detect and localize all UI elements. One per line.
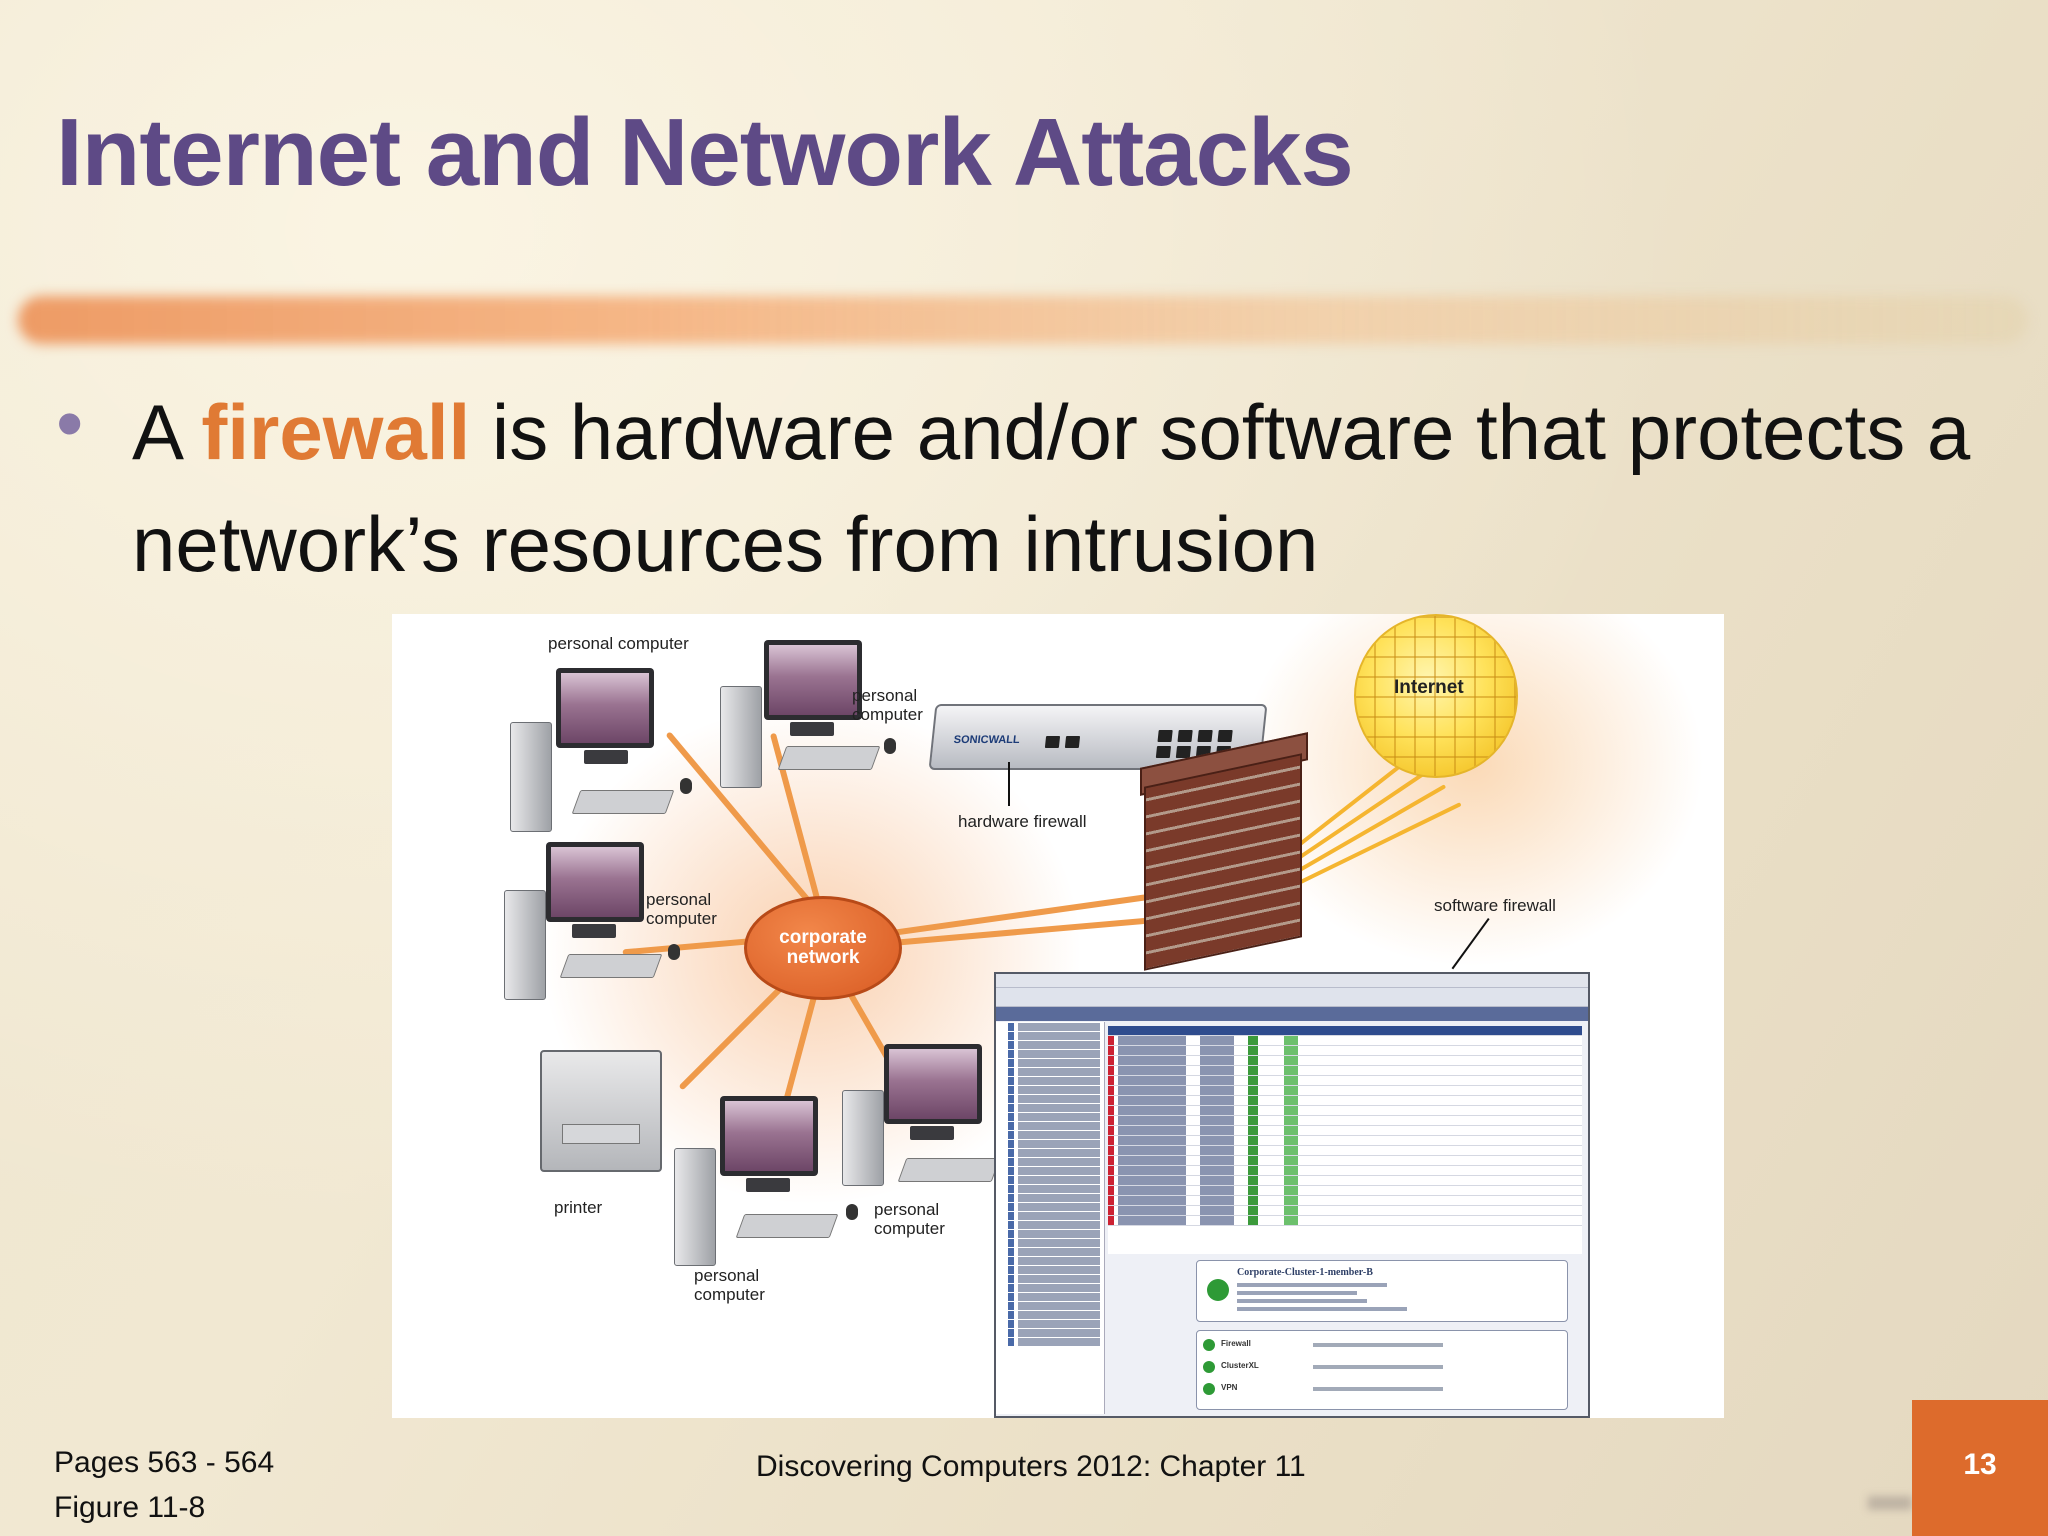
- pc-tower-icon: [504, 890, 546, 1000]
- footer-reference: Pages 563 - 564 Figure 11-8: [54, 1440, 274, 1530]
- pc-monitor-icon: [884, 1044, 982, 1124]
- device-port: [1217, 730, 1233, 742]
- pc-monitor-icon: [764, 640, 862, 720]
- monitor-stand: [910, 1126, 954, 1140]
- label-pc-bottom-center: personal computer: [694, 1266, 765, 1304]
- member-detail-heading: Corporate-Cluster-1-member-B: [1237, 1267, 1373, 1278]
- label-pc-top-right: personal computer: [852, 686, 923, 724]
- device-port: [1177, 730, 1193, 742]
- status-row: ClusterXL: [1203, 1359, 1559, 1375]
- gateway-table: [1108, 1026, 1582, 1254]
- footer-figure: Figure 11-8: [54, 1491, 206, 1524]
- keyboard-icon: [735, 1214, 839, 1238]
- detail-line: [1237, 1291, 1357, 1295]
- keyboard-icon: [559, 954, 663, 978]
- navigation-tree: [996, 1022, 1105, 1414]
- label-printer: printer: [554, 1198, 603, 1217]
- monitor-stand: [746, 1178, 790, 1192]
- detail-line: [1237, 1283, 1387, 1287]
- hardware-firewall-label: hardware firewall: [958, 812, 1087, 831]
- window-menubar: [996, 974, 1588, 988]
- device-port: [1044, 736, 1061, 748]
- mouse-icon: [884, 738, 896, 754]
- window-toolbar: [996, 988, 1588, 1007]
- pc-monitor-icon: [556, 668, 654, 748]
- footer-pages: Pages 563 - 564: [54, 1446, 275, 1479]
- detail-line: [1237, 1299, 1367, 1303]
- bullet-prefix: A: [132, 388, 202, 476]
- detail-line: [1237, 1307, 1407, 1311]
- software-firewall-label: software firewall: [1434, 896, 1556, 915]
- internet-globe-icon: [1354, 614, 1518, 778]
- internet-label: Internet: [1394, 677, 1464, 698]
- pc-tower-icon: [720, 686, 762, 788]
- keyboard-icon: [571, 790, 675, 814]
- pc-monitor-icon: [720, 1096, 818, 1176]
- corporate-network-label: corporate network: [779, 927, 867, 968]
- device-port: [1197, 730, 1213, 742]
- label-pc-bottom-right: personal computer: [874, 1200, 945, 1238]
- keyboard-icon: [897, 1158, 1001, 1182]
- footer-course: Discovering Computers 2012: Chapter 11: [756, 1450, 1306, 1483]
- decorative-shadow: [1868, 1496, 1912, 1510]
- brick-wall-icon: [1144, 753, 1302, 971]
- keyboard-icon: [777, 746, 881, 770]
- printer-icon: [540, 1050, 662, 1172]
- highlight-term: firewall: [201, 388, 471, 476]
- mouse-icon: [668, 944, 680, 960]
- pc-monitor-icon: [546, 842, 644, 922]
- page-number-box: 13: [1912, 1400, 2048, 1536]
- label-pc-top-left: personal computer: [548, 634, 689, 653]
- hardware-firewall-arrow: [1008, 762, 1010, 806]
- check-icon: [1207, 1279, 1229, 1301]
- mouse-icon: [680, 778, 692, 794]
- pc-tower-icon: [842, 1090, 884, 1186]
- pc-tower-icon: [510, 722, 552, 832]
- status-row: Firewall: [1203, 1337, 1559, 1353]
- mouse-icon: [846, 1204, 858, 1220]
- device-brand-logo: SONICWALL: [953, 734, 1021, 746]
- bullet-marker: •: [56, 379, 84, 467]
- monitor-stand: [584, 750, 628, 764]
- device-port: [1155, 746, 1172, 758]
- page-number: 13: [1963, 1448, 1997, 1481]
- bullet-body: is hardware and/or software that protect…: [132, 388, 1971, 588]
- status-panel: Firewall ClusterXL VPN: [1196, 1330, 1568, 1410]
- status-row: VPN: [1203, 1381, 1559, 1397]
- bullet-text: A firewall is hardware and/or software t…: [132, 376, 1992, 600]
- label-pc-mid-left: personal computer: [646, 890, 717, 928]
- monitor-stand: [790, 722, 834, 736]
- corporate-network-node: corporate network: [744, 896, 902, 1000]
- member-detail-panel: Corporate-Cluster-1-member-B: [1196, 1260, 1568, 1322]
- device-port: [1157, 730, 1173, 742]
- pc-tower-icon: [674, 1148, 716, 1266]
- window-header-bar: [996, 1007, 1588, 1021]
- software-firewall-window: Corporate-Cluster-1-member-B Firewall Cl…: [994, 972, 1590, 1418]
- slide-title: Internet and Network Attacks: [56, 99, 1354, 206]
- device-port: [1175, 746, 1192, 758]
- title-underline-stripe: [18, 296, 2028, 344]
- firewall-figure: Internet SONICWALL hardware firewall cor…: [392, 614, 1724, 1418]
- monitor-stand: [572, 924, 616, 938]
- device-port: [1064, 736, 1081, 748]
